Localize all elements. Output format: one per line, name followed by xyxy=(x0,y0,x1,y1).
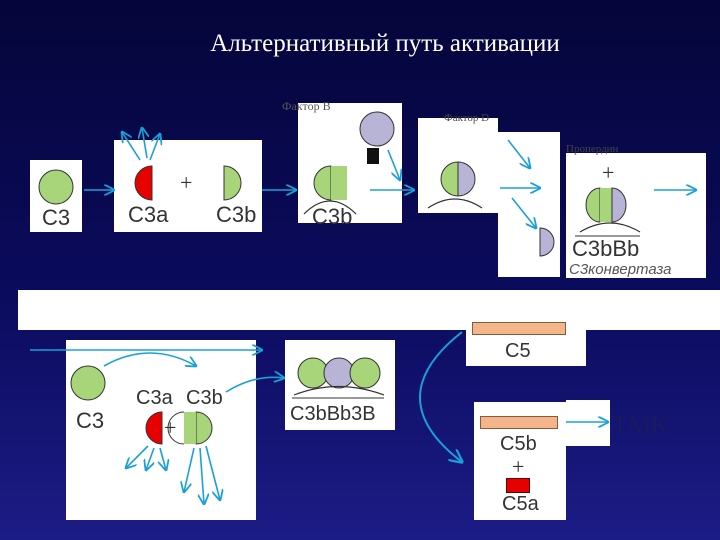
label-c5a: C5a xyxy=(502,493,539,515)
arrow-factor-d-1 xyxy=(507,139,530,168)
arrow-frag-1 xyxy=(126,445,149,468)
label-c3-lower: C3 xyxy=(76,408,105,433)
divider-band xyxy=(18,290,720,330)
arrow-lower-curve xyxy=(103,352,196,366)
plus-sign-top: + xyxy=(180,170,193,195)
plus-sign-convertase: + xyxy=(602,160,615,185)
arrow-to-c3bbb3b xyxy=(225,377,284,393)
arrow-frag-2 xyxy=(146,447,155,470)
arrow-frag-3 xyxy=(160,447,166,470)
arrow-frag-4 xyxy=(184,447,195,492)
plus-sign-lower: + xyxy=(164,415,177,440)
arrow-frag-5 xyxy=(200,447,204,504)
c3b-bound-right xyxy=(331,166,347,200)
c3b-bound xyxy=(313,165,332,201)
arrow-factor-b-down xyxy=(387,149,400,180)
c3a-fragment xyxy=(134,165,153,201)
label-c5b: C5b xyxy=(500,433,537,455)
label-c3a-lower: C3a xyxy=(136,387,173,409)
arrow-release-2 xyxy=(142,128,147,159)
bb-convertase-part xyxy=(611,187,627,223)
c3b-fragment xyxy=(223,165,242,201)
label-tmk: ТМК xyxy=(612,410,668,439)
label-c3bbb: C3bBb xyxy=(572,236,640,261)
panel-factor-d-arrows xyxy=(498,132,560,277)
c3b-in-complex xyxy=(440,161,459,197)
page-title: Альтернативный путь активации xyxy=(210,30,560,57)
ba-fragment xyxy=(539,227,555,257)
c3-molecule xyxy=(38,169,74,205)
label-c3: C3 xyxy=(42,205,71,230)
label-c3a: C3a xyxy=(128,202,169,227)
c3a-lower-fragment xyxy=(145,411,163,445)
c3-lower-molecule xyxy=(70,365,106,401)
c3b-lower-fragment xyxy=(195,411,213,445)
b-in-complex xyxy=(457,161,476,197)
label-factor-d: Фактор D xyxy=(444,112,490,124)
c3bbb3b-c3b-2 xyxy=(349,357,381,389)
label-c3-convertase: C3конвертаза xyxy=(569,261,672,278)
arrow-c5-curve xyxy=(419,331,462,462)
factor-b-molecule xyxy=(359,111,395,147)
label-c3b-mid: C3b xyxy=(312,204,353,229)
label-c3b-lower: C3b xyxy=(186,387,223,409)
arrow-frag-6 xyxy=(205,445,220,500)
label-properdin: Пропердин xyxy=(566,143,619,155)
c5b-strip xyxy=(480,416,558,429)
label-c3b: C3b xyxy=(216,202,257,227)
c3b-convertase-part xyxy=(585,187,601,223)
label-c5: C5 xyxy=(505,340,531,362)
label-factor-b: Фактор B xyxy=(282,99,331,113)
arrow-release-3 xyxy=(149,134,160,161)
factor-b-stem xyxy=(367,148,379,164)
arrow-release-1 xyxy=(122,132,141,161)
c5-strip xyxy=(472,322,566,335)
c5a-fragment xyxy=(506,478,530,493)
plus-sign-c5: + xyxy=(512,454,525,479)
arrow-factor-d-3 xyxy=(511,197,536,228)
label-c3bbb3b: C3bBb3B xyxy=(290,403,376,425)
